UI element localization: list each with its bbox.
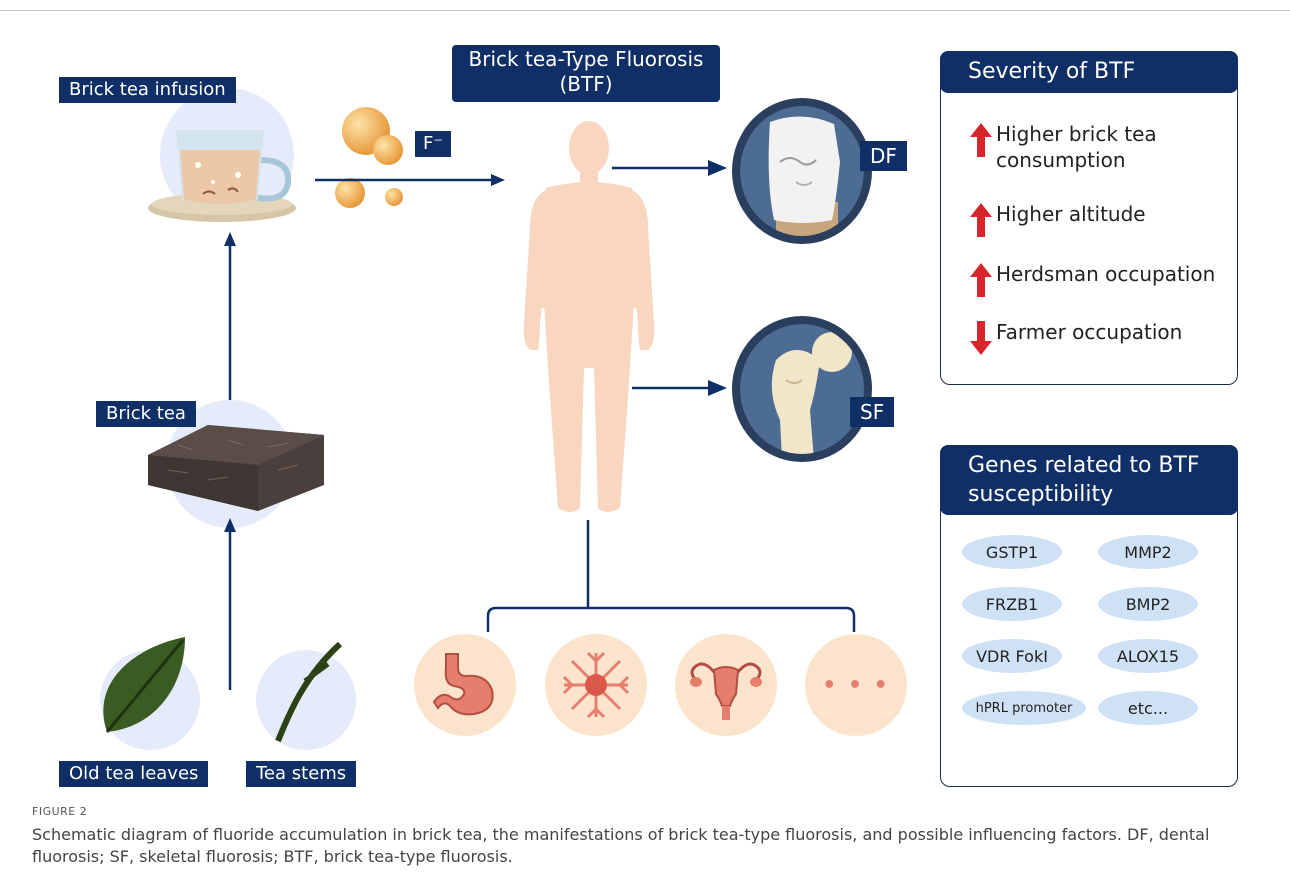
brick-tea-icon <box>148 425 324 515</box>
neuron-icon <box>558 647 634 723</box>
tooth-icon <box>736 102 868 240</box>
severity-item-3: Farmer occupation <box>996 319 1182 345</box>
btf-title-line1: Brick tea-Type Fluorosis <box>452 47 720 72</box>
severity-item-line1: Herdsman occupation <box>996 261 1215 287</box>
uterus-icon <box>686 650 766 722</box>
increase-arrow-icon <box>970 203 992 237</box>
btf-title: Brick tea-Type Fluorosis (BTF) <box>452 45 720 102</box>
more-organs-circle: • • • <box>805 634 907 736</box>
arrow-infusion-to-body <box>315 172 505 188</box>
fluoride-label: F⁻ <box>415 131 451 157</box>
arrow-body-to-sf <box>632 380 727 396</box>
bone-icon <box>736 320 868 458</box>
tea-stem-icon <box>260 636 350 746</box>
brick-tea-label: Brick tea <box>96 401 196 427</box>
tea-cup-icon <box>148 120 298 230</box>
severity-item-1: Higher altitude <box>996 201 1146 227</box>
gene-item: etc... <box>1098 691 1198 725</box>
arrow-brick-to-infusion <box>222 232 238 400</box>
tea-leaf-icon <box>95 632 195 742</box>
stomach-icon <box>430 650 502 720</box>
tea-stems-label: Tea stems <box>246 761 356 787</box>
fluoride-spheres <box>330 105 420 215</box>
human-body-figure <box>516 118 662 518</box>
severity-item-2: Herdsman occupation <box>996 261 1215 287</box>
brick-tea-infusion-label: Brick tea infusion <box>59 77 236 103</box>
gene-item: VDR FokI <box>962 639 1062 673</box>
gene-item: ALOX15 <box>1098 639 1198 673</box>
arrow-body-to-df <box>612 160 727 176</box>
gene-item: GSTP1 <box>962 535 1062 569</box>
gene-item: BMP2 <box>1098 587 1198 621</box>
increase-arrow-icon <box>970 123 992 157</box>
decrease-arrow-icon <box>970 321 992 355</box>
severity-item-line2: consumption <box>996 147 1157 173</box>
more-dots: • • • <box>822 673 890 698</box>
increase-arrow-icon <box>970 263 992 297</box>
gene-item: FRZB1 <box>962 587 1062 621</box>
gene-item: MMP2 <box>1098 535 1198 569</box>
sf-label: SF <box>850 397 894 427</box>
figure-label: FIGURE 2 <box>32 805 87 818</box>
arrow-leaves-to-brick <box>222 518 238 690</box>
severity-item-line1: Higher brick tea <box>996 121 1157 147</box>
organs-connector <box>480 520 860 640</box>
severity-item-line1: Higher altitude <box>996 201 1146 227</box>
figure-caption: Schematic diagram of fluoride accumulati… <box>32 824 1252 868</box>
df-label: DF <box>860 141 907 171</box>
top-border <box>0 10 1290 11</box>
gene-item: hPRL promoter <box>962 691 1086 725</box>
severity-item-line1: Farmer occupation <box>996 319 1182 345</box>
btf-title-line2: (BTF) <box>452 72 720 97</box>
old-tea-leaves-label: Old tea leaves <box>59 761 208 787</box>
